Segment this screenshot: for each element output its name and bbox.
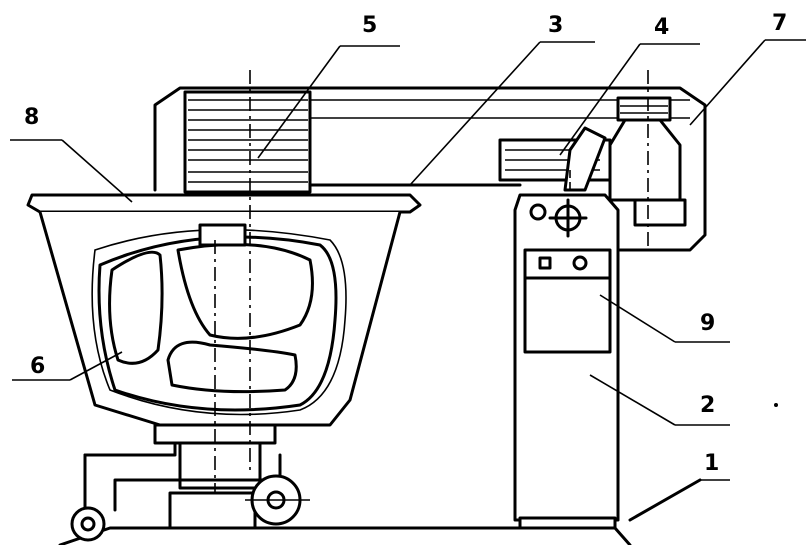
mixing-bowl (38, 210, 402, 490)
label-5: 5 (362, 13, 377, 38)
label-2: 2 (700, 393, 715, 418)
leader-lines (10, 39, 806, 481)
label-9: 9 (700, 311, 715, 336)
control-panel (523, 248, 612, 354)
label-7: 7 (772, 11, 787, 36)
part-labels: 5 3 4 7 8 6 9 2 1 (24, 11, 787, 476)
label-6: 6 (30, 354, 45, 379)
label-8: 8 (24, 105, 39, 130)
stand-column (513, 193, 620, 530)
label-1: 1 (704, 451, 719, 476)
trolley (70, 441, 310, 542)
upper-arm-housing (153, 86, 707, 252)
label-4: 4 (654, 15, 669, 40)
belt-drive (498, 126, 612, 192)
stray-dot (774, 403, 778, 407)
bowl-lid (26, 193, 422, 214)
label-3: 3 (548, 13, 563, 38)
